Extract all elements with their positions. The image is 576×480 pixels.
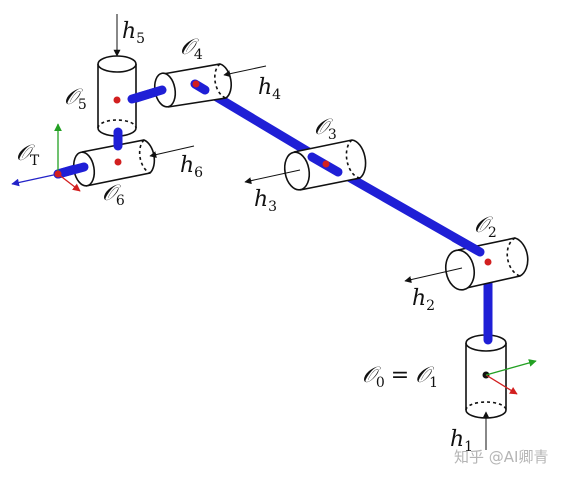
- tool-frame-axes: [11, 123, 81, 192]
- label-o6: 𝒪6: [102, 181, 125, 209]
- tool-axis-x: [57, 173, 81, 192]
- label-h4: h4: [258, 75, 281, 103]
- link-tool-over: [53, 162, 89, 179]
- joint-5-center: [113, 96, 121, 104]
- label-h3: h3: [254, 187, 277, 215]
- joint-2-cylinder: [444, 237, 529, 291]
- h4-arrow: [223, 65, 267, 78]
- base-axis-y: [485, 359, 537, 376]
- base-frame-axes: [485, 359, 537, 395]
- labels: 𝒪T 𝒪0=𝒪1 𝒪2 𝒪3 𝒪4 𝒪5 𝒪6 h1 h2 h3 h4 h5 h…: [16, 19, 497, 455]
- tool-axis-z: [11, 173, 59, 187]
- label-h2: h2: [412, 286, 435, 314]
- label-o-t: 𝒪T: [16, 141, 40, 169]
- label-o3: 𝒪3: [314, 115, 337, 143]
- h2-arrow: [404, 267, 463, 284]
- link-joint4-to-joint5-over: [127, 85, 167, 104]
- joint-3-center: [322, 160, 330, 168]
- h3-arrow: [244, 169, 301, 185]
- link-joint3-to-joint4: [200, 85, 327, 165]
- label-o2: 𝒪2: [474, 213, 497, 241]
- base-axis-x: [485, 374, 518, 395]
- label-o4: 𝒪4: [180, 35, 203, 63]
- label-h1: h1: [450, 427, 473, 455]
- link-joint2-to-joint3-over: [450, 233, 485, 257]
- joint-4-center: [192, 80, 200, 88]
- watermark: 知乎 @AI卿青: [454, 448, 548, 466]
- label-o5: 𝒪5: [64, 85, 87, 113]
- label-o0-eq-o1: 𝒪0=𝒪1: [362, 363, 438, 391]
- h6-arrow: [149, 145, 195, 159]
- axis-arrows: [113, 14, 490, 450]
- joint-2-center: [484, 258, 492, 266]
- tool-center: [54, 170, 62, 178]
- joint-1-cylinder: [465, 334, 507, 419]
- label-h5: h5: [122, 19, 145, 47]
- label-h6: h6: [180, 153, 203, 181]
- joint-6-center: [114, 158, 122, 166]
